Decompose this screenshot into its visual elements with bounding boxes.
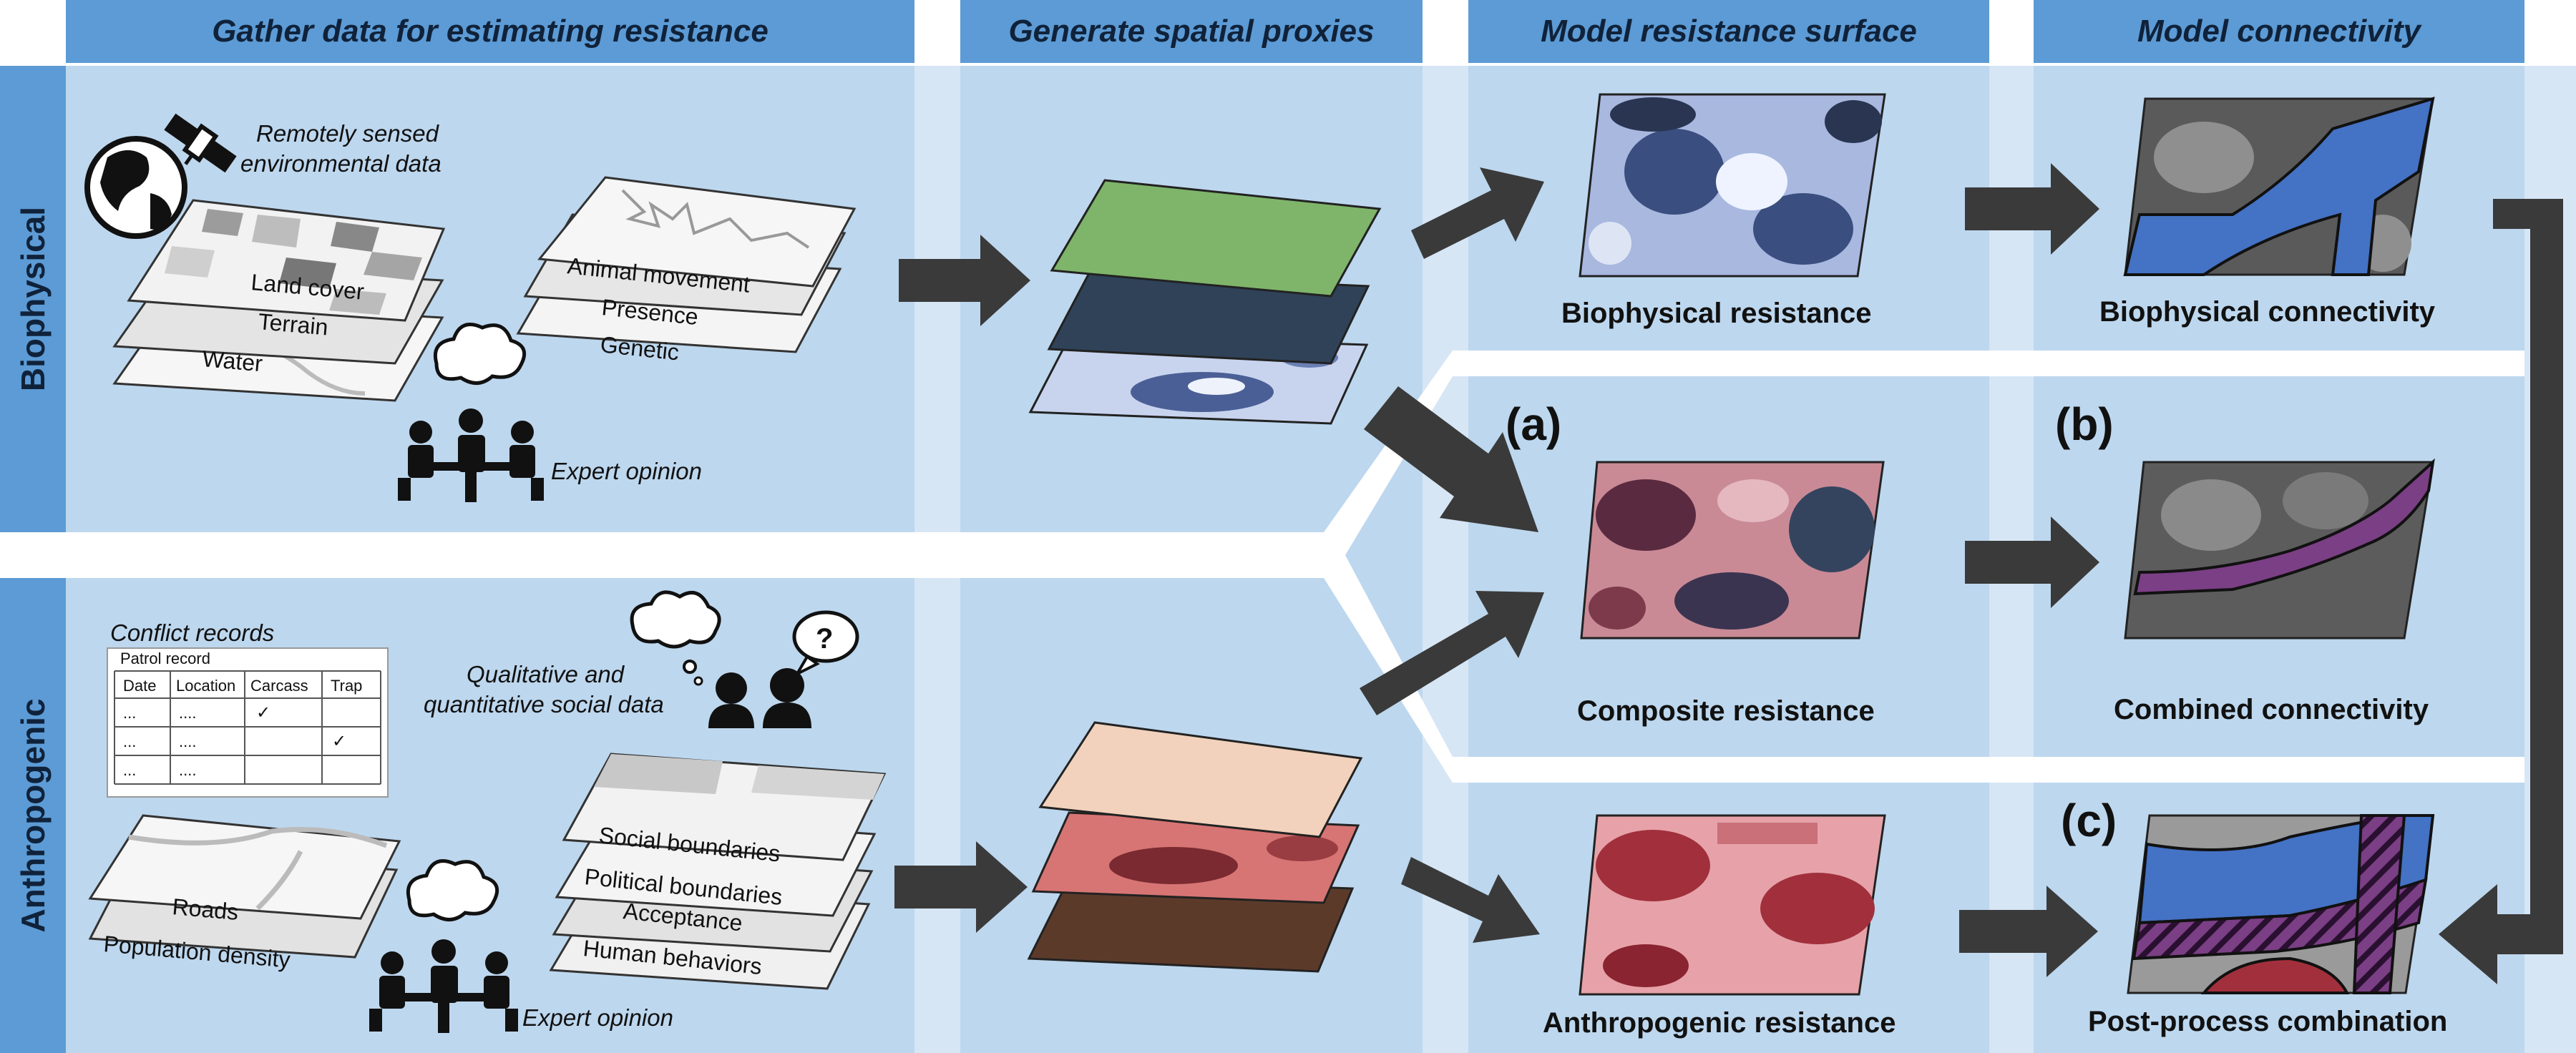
svg-text:?: ? [816, 623, 833, 655]
table-cell: ... [123, 704, 137, 722]
table-cell-check: ✓ [332, 732, 347, 751]
label-water: Water [201, 346, 263, 376]
table-cell: .... [179, 733, 197, 750]
arrow-proxy-to-bio-resistance [1411, 167, 1544, 259]
proxy-anthro-red [1031, 811, 1360, 904]
table-header-carcass: Carcass [250, 677, 308, 695]
label-patrol-record: Patrol record [120, 650, 210, 667]
header-gather: Gather data for estimating resistance [66, 0, 914, 63]
table-cell: ... [123, 761, 137, 779]
label-remote-sensed-1: Remotely sensed [256, 120, 439, 147]
map-biophysical-connectivity [2123, 97, 2435, 276]
tag-a: (a) [1506, 398, 1562, 450]
table-header-date: Date [123, 677, 157, 695]
tag-b: (b) [2055, 398, 2114, 450]
arrow-bio-to-composite [1364, 386, 1538, 532]
table-cell-check: ✓ [256, 703, 271, 723]
table-cell: .... [179, 761, 197, 779]
label-roads: Roads [171, 893, 239, 925]
label-expert-opinion-bio: Expert opinion [551, 458, 702, 484]
globe-icon [84, 136, 187, 239]
label-biophysical-resistance: Biophysical resistance [1561, 298, 1872, 329]
map-anthropogenic-resistance [1579, 814, 1886, 996]
map-postprocess-combination [2127, 814, 2435, 994]
map-combined-connectivity [2124, 458, 2435, 640]
proxy-bio-green [1050, 179, 1382, 298]
label-social-data-2: quantitative social data [424, 691, 664, 717]
row-label-anthropogenic: Anthropogenic [0, 578, 66, 1053]
label-combined-connectivity: Combined connectivity [2114, 694, 2429, 725]
header-connectivity: Model connectivity [2034, 0, 2524, 63]
tag-c: (c) [2061, 795, 2117, 846]
label-anthropogenic-resistance: Anthropogenic resistance [1543, 1007, 1896, 1039]
layer-social-boundaries [562, 753, 887, 861]
label-biophysical-connectivity: Biophysical connectivity [2099, 296, 2436, 328]
arrow-proxy-to-anthro-resistance [1401, 857, 1540, 943]
gap-anthro [914, 578, 960, 1053]
label-remote-sensed-2: environmental data [240, 150, 441, 177]
label-conflict-records: Conflict records [110, 619, 275, 646]
label-terrain: Terrain [257, 308, 329, 340]
header-proxies: Generate spatial proxies [960, 0, 1423, 63]
row-label-biophysical: Biophysical [0, 66, 66, 532]
layer-animal-movement [537, 176, 857, 288]
label-expert-opinion-anthro: Expert opinion [522, 1004, 673, 1031]
table-header-trap: Trap [331, 677, 363, 695]
proxy-anthro-peach [1038, 721, 1363, 838]
social-people-icon: ? [630, 590, 859, 728]
arrow-anthro-to-composite [1360, 591, 1544, 715]
arrows [894, 163, 2563, 984]
arrow-bio-conn-to-postprocess [2439, 199, 2563, 984]
layer-land-cover [127, 199, 446, 322]
label-social-data-1: Qualitative and [467, 661, 625, 687]
arrow-bio-res-to-conn [1965, 163, 2099, 255]
map-biophysical-resistance [1579, 93, 1886, 278]
separator-band [0, 351, 2524, 783]
patrol-record-table [107, 647, 389, 798]
table-cell: ... [123, 733, 137, 750]
label-postprocess-combination: Post-process combination [2088, 1006, 2448, 1037]
map-composite-resistance [1580, 461, 1885, 640]
expert-group-icon [398, 323, 544, 502]
satellite-icon [164, 113, 237, 173]
table-header-location: Location [176, 677, 236, 695]
arrow-bio-to-proxies [899, 235, 1030, 326]
expert-group-icon-anthro [369, 859, 518, 1033]
header-resistance: Model resistance surface [1468, 0, 1989, 63]
layer-roads [88, 814, 401, 920]
arrow-composite-to-combined [1965, 516, 2099, 608]
arrow-anthro-to-postprocess [1959, 886, 2098, 977]
label-composite-resistance: Composite resistance [1577, 695, 1875, 727]
arrow-anthro-to-proxies [894, 841, 1028, 933]
table-cell: .... [179, 704, 197, 722]
